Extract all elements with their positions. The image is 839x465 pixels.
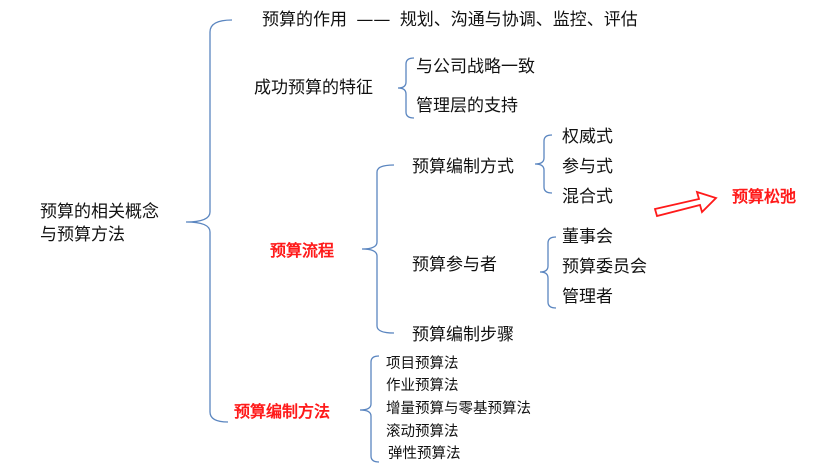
participant-item: 预算委员会 xyxy=(562,257,647,277)
success-brace xyxy=(397,57,415,119)
modes-brace xyxy=(534,134,553,194)
method-item: 增量预算与零基预算法 xyxy=(386,401,531,417)
role-label: 预算的作用 xyxy=(262,10,347,30)
participant-item: 董事会 xyxy=(562,227,613,247)
role-desc: 规划、沟通与协调、监控、评估 xyxy=(399,10,638,30)
participants-brace xyxy=(539,236,557,309)
method-item: 作业预算法 xyxy=(386,378,459,394)
success-item: 与公司战略一致 xyxy=(416,57,535,77)
mode-item: 混合式 xyxy=(562,187,613,207)
mode-item: 参与式 xyxy=(562,157,613,177)
success-label: 成功预算的特征 xyxy=(254,78,373,98)
root-title-line2: 与预算方法 xyxy=(40,225,125,245)
modes-label: 预算编制方式 xyxy=(412,157,514,177)
methods-label: 预算编制方法 xyxy=(234,402,331,421)
role-node: 预算的作用 —— 规划、沟通与协调、监控、评估 xyxy=(262,9,638,31)
steps-label: 预算编制步骤 xyxy=(412,325,514,345)
process-brace xyxy=(361,164,395,334)
role-dash: —— xyxy=(356,10,391,30)
root-title-line1: 预算的相关概念 xyxy=(40,202,159,222)
participants-label: 预算参与者 xyxy=(412,255,497,275)
root-brace xyxy=(185,19,233,423)
method-item: 弹性预算法 xyxy=(388,446,461,462)
method-item: 项目预算法 xyxy=(386,356,459,372)
methods-brace xyxy=(359,355,380,463)
process-label: 预算流程 xyxy=(270,241,335,260)
success-item: 管理层的支持 xyxy=(416,96,518,116)
method-item: 滚动预算法 xyxy=(386,424,459,440)
arrow-icon xyxy=(653,190,718,218)
mode-item: 权威式 xyxy=(562,127,613,147)
slack-label: 预算松弛 xyxy=(732,187,797,206)
participant-item: 管理者 xyxy=(562,287,613,307)
